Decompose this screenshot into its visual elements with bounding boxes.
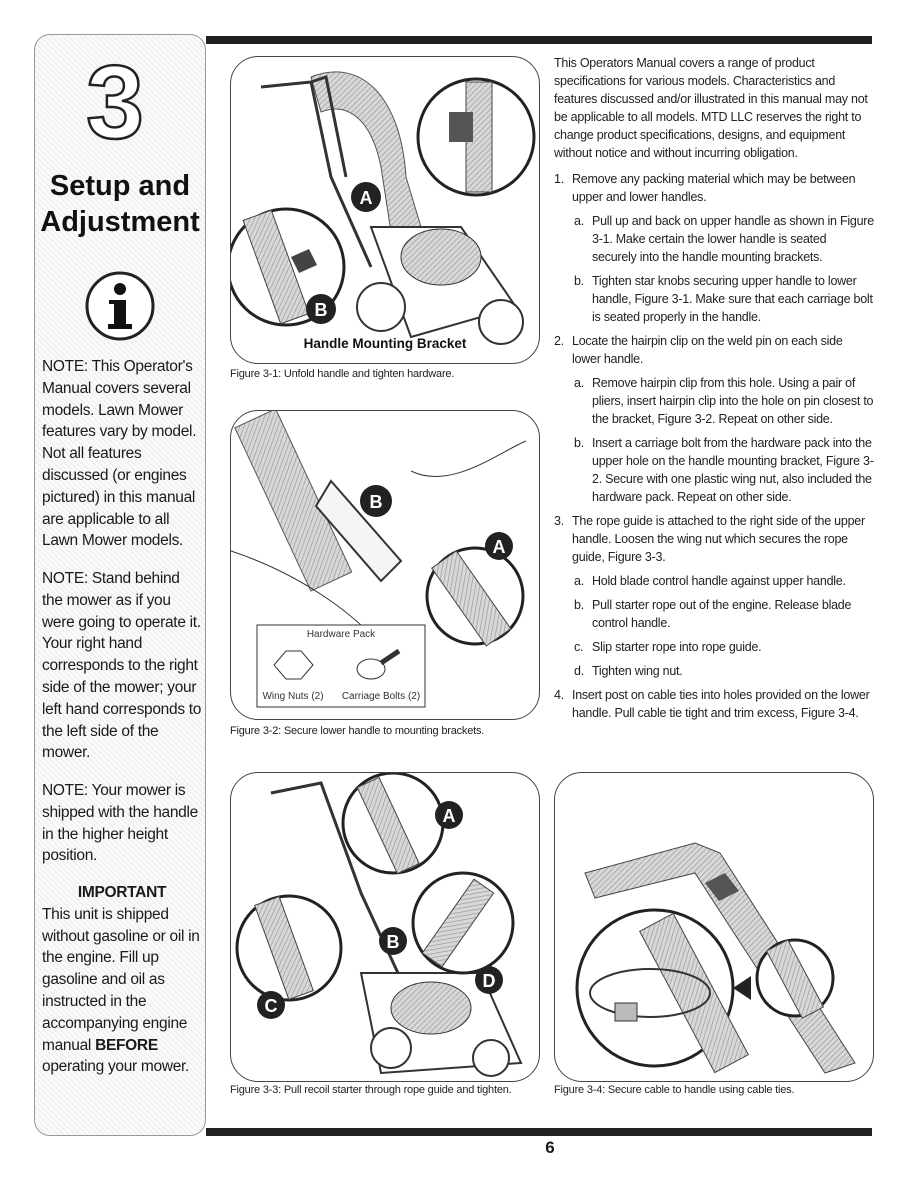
footer-rule [206,1128,872,1136]
figure-3-2: B A Hardware Pack Wing Nuts (2) Carriage… [230,410,540,720]
step-1a: a.Pull up and back on upper handle as sh… [574,214,874,264]
chapter-title-line2: Adjustment [40,206,200,238]
page-number: 6 [545,1138,555,1157]
hardware-wing-nuts: Wing Nuts (2) [262,691,323,702]
important-bold: BEFORE [95,1036,158,1054]
note-handle-height: NOTE: Your mower is shipped with the han… [42,782,198,865]
chapter-sidebar [34,34,206,1136]
figure-3-2-callout-b: B [370,492,383,512]
figure-3-3-illustration: A B D C [235,773,523,1077]
step-3: 3.The rope guide is attached to the righ… [554,514,865,564]
chapter-title-line1: Setup and [49,170,191,202]
figure-3-1-callout-a: A [360,188,373,208]
step-2a: a.Remove hairpin clip from this hole. Us… [574,376,874,426]
step-2b: b.Insert a carriage bolt from the hardwa… [574,436,874,504]
step-3b: b.Pull starter rope out of the engine. R… [574,598,852,630]
figure-3-2-caption: Figure 3-2: Secure lower handle to mount… [230,725,485,737]
info-icon [85,271,155,341]
important-text-end: operating your mower. [42,1058,190,1076]
step-3a: a.Hold blade control handle against uppe… [574,574,846,588]
step-1b: b.Tighten star knobs securing upper hand… [574,274,873,324]
instructions-column: This Operators Manual covers a range of … [554,54,874,728]
figure-3-4 [554,772,874,1082]
note-models: NOTE: This Operator's Manual covers seve… [42,358,197,550]
figure-3-1-caption: Figure 3-1: Unfold handle and tighten ha… [230,368,455,380]
figure-3-2-illustration: B A Hardware Pack Wing Nuts (2) Carriage… [231,411,527,708]
figure-3-3: A B D C [230,772,540,1082]
figure-3-3-callout-b: B [387,932,400,952]
step-3d: d.Tighten wing nut. [574,664,683,678]
figure-3-1-label: Handle Mounting Bracket [304,336,467,351]
step-4: 4.Insert post on cable ties into holes p… [554,688,870,720]
figure-3-3-caption: Figure 3-3: Pull recoil starter through … [230,1084,512,1096]
figure-3-2-callout-a: A [493,537,506,557]
important-title: IMPORTANT [77,884,167,901]
step-2: 2.Locate the hairpin clip on the weld pi… [554,334,843,366]
step-1: 1.Remove any packing material which may … [554,172,856,204]
important-box: IMPORTANT This unit is shipped without g… [42,882,202,1078]
figure-3-4-caption: Figure 3-4: Secure cable to handle using… [554,1084,795,1096]
step-3c: c.Slip starter rope into rope guide. [574,640,762,654]
chapter-title: Setup and Adjustment [36,168,204,240]
important-text: This unit is shipped without gasoline or… [42,905,200,1054]
hardware-pack-title: Hardware Pack [307,629,376,640]
chapter-number: 3 [86,50,144,150]
note-stand-behind: NOTE: Stand behind the mower as if you w… [42,570,202,762]
intro-paragraph: This Operators Manual covers a range of … [554,56,868,160]
header-rule [206,36,872,44]
figure-3-1: A B Handle Mounting Bracket [230,56,540,364]
hardware-carriage-bolts: Carriage Bolts (2) [342,691,420,702]
figure-3-1-illustration: A B Handle Mounting Bracket [231,71,536,351]
figure-3-3-callout-d: D [483,971,496,991]
figure-3-3-callout-c: C [265,996,278,1016]
figure-3-4-illustration [575,842,856,1074]
figure-3-3-callout-a: A [443,806,456,826]
figure-3-1-callout-b: B [315,300,328,320]
chapter-number-badge: 3 [85,50,145,150]
